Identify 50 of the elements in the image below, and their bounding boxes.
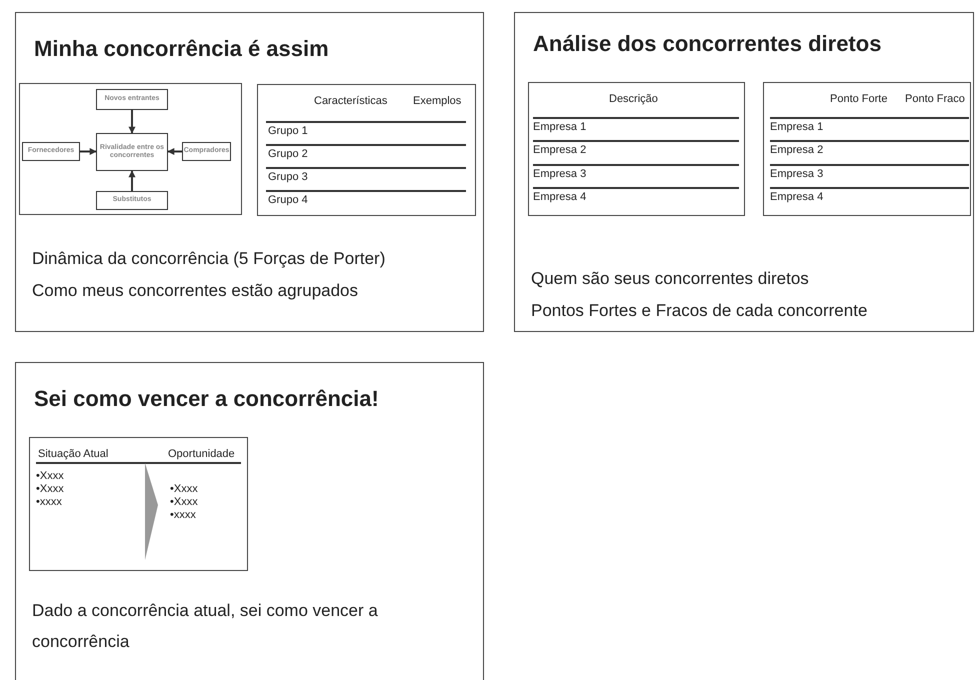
arrow: [167, 148, 182, 155]
table-text: Empresa 1: [533, 121, 586, 133]
table-text: •Xxxx: [170, 483, 198, 495]
slide-panel: [514, 12, 974, 332]
table-text: •Xxxx: [36, 483, 64, 495]
table-text: Características: [314, 95, 388, 107]
table-text: Empresa 3: [533, 168, 586, 180]
table-text: Grupo 4: [268, 194, 308, 206]
table-text: Empresa 3: [770, 168, 824, 180]
table-text: Ponto Forte: [830, 93, 888, 105]
force-box: [96, 191, 168, 210]
force-box: [96, 89, 168, 110]
slide-panel: [15, 362, 484, 680]
table-text: Empresa 1: [770, 121, 824, 133]
table-text: •Xxxx: [36, 470, 64, 482]
table-text: •xxxx: [36, 496, 62, 508]
arrow: [128, 170, 136, 191]
table-text: Exemplos: [413, 95, 462, 107]
description-text: Dinâmica da concorrência (5 Forças de Porter): [32, 248, 386, 270]
slide-title: Análise dos concorrentes diretos: [533, 30, 882, 58]
table-text: Empresa 2: [770, 144, 824, 156]
table-text: •Xxxx: [170, 496, 198, 508]
force-box: [182, 142, 231, 161]
table-text: Grupo 1: [268, 125, 308, 137]
table-text: Descrição: [609, 93, 658, 105]
table-frame: [29, 437, 248, 571]
table-text: Grupo 2: [268, 148, 308, 160]
table-frame: [528, 82, 745, 216]
table-text: Situação Atual: [38, 448, 108, 460]
force-box: [22, 142, 80, 161]
table-frame: [19, 83, 242, 215]
table-frame: [257, 84, 476, 216]
table-text: •xxxx: [170, 509, 196, 521]
force-box: [96, 133, 168, 171]
slide-title: Minha concorrência é assim: [34, 35, 329, 63]
arrow: [80, 148, 97, 155]
table-text: Empresa 2: [533, 144, 586, 156]
table-text: Empresa 4: [770, 191, 824, 203]
slide-panel: [15, 12, 484, 332]
table-text: Ponto Fraco: [905, 93, 965, 105]
table-frame: [763, 82, 971, 216]
arrow: [128, 110, 136, 134]
description-text: Dado a concorrência atual, sei como vencer a concorrência: [32, 600, 379, 653]
description-text: Quem são seus concorrentes diretos: [531, 268, 809, 290]
table-text: Grupo 3: [268, 171, 308, 183]
slide-title: Sei como vencer a concorrência!: [34, 385, 379, 413]
description-text: Como meus concorrentes estão agrupados: [32, 280, 358, 302]
table-text: Oportunidade: [168, 448, 235, 460]
description-text: Pontos Fortes e Fracos de cada concorrente: [531, 300, 868, 322]
table-text: Empresa 4: [533, 191, 586, 203]
